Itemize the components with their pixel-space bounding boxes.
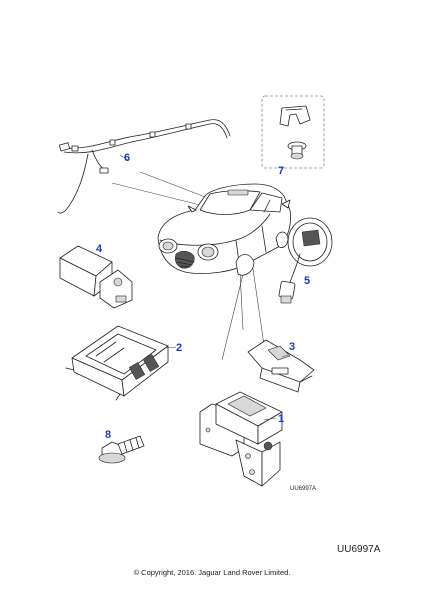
- copyright-notice: © Copyright, 2016. Jaguar Land Rover Lim…: [133, 568, 291, 577]
- impact-sensor[interactable]: [59, 245, 133, 309]
- callout-1: 1: [278, 413, 284, 425]
- callout-3: 3: [289, 341, 295, 353]
- leader-line: [263, 417, 277, 421]
- leader-line: [251, 261, 265, 346]
- flange-bolt[interactable]: [98, 435, 145, 464]
- leader-line: [119, 154, 129, 161]
- seat-sensor[interactable]: [247, 339, 315, 393]
- module-bracket-assembly[interactable]: [199, 391, 283, 487]
- callout-5: 5: [304, 275, 310, 287]
- car-illustration: [157, 183, 291, 276]
- leader-line: [281, 354, 289, 358]
- push-rivet[interactable]: [287, 141, 307, 160]
- part-7-dashed-box: [261, 95, 325, 169]
- callout-8: 8: [105, 429, 111, 441]
- inner-diagram-code: UU6997A: [290, 486, 316, 492]
- leader-line: [165, 346, 177, 349]
- airbag-control-module[interactable]: [65, 325, 169, 401]
- callout-6: 6: [124, 152, 130, 164]
- callout-2: 2: [176, 342, 182, 354]
- curtain-airbag-harness[interactable]: [57, 119, 231, 214]
- leader-line: [221, 261, 247, 361]
- leader-line: [239, 271, 244, 331]
- leader-line: [111, 182, 201, 206]
- callout-7: 7: [278, 165, 284, 177]
- trim-clip[interactable]: [279, 105, 311, 127]
- callout-4: 4: [96, 243, 103, 255]
- rotary-coupler[interactable]: [278, 217, 333, 304]
- leader-line: [139, 171, 209, 199]
- diagram-code: UU6997A: [337, 544, 381, 555]
